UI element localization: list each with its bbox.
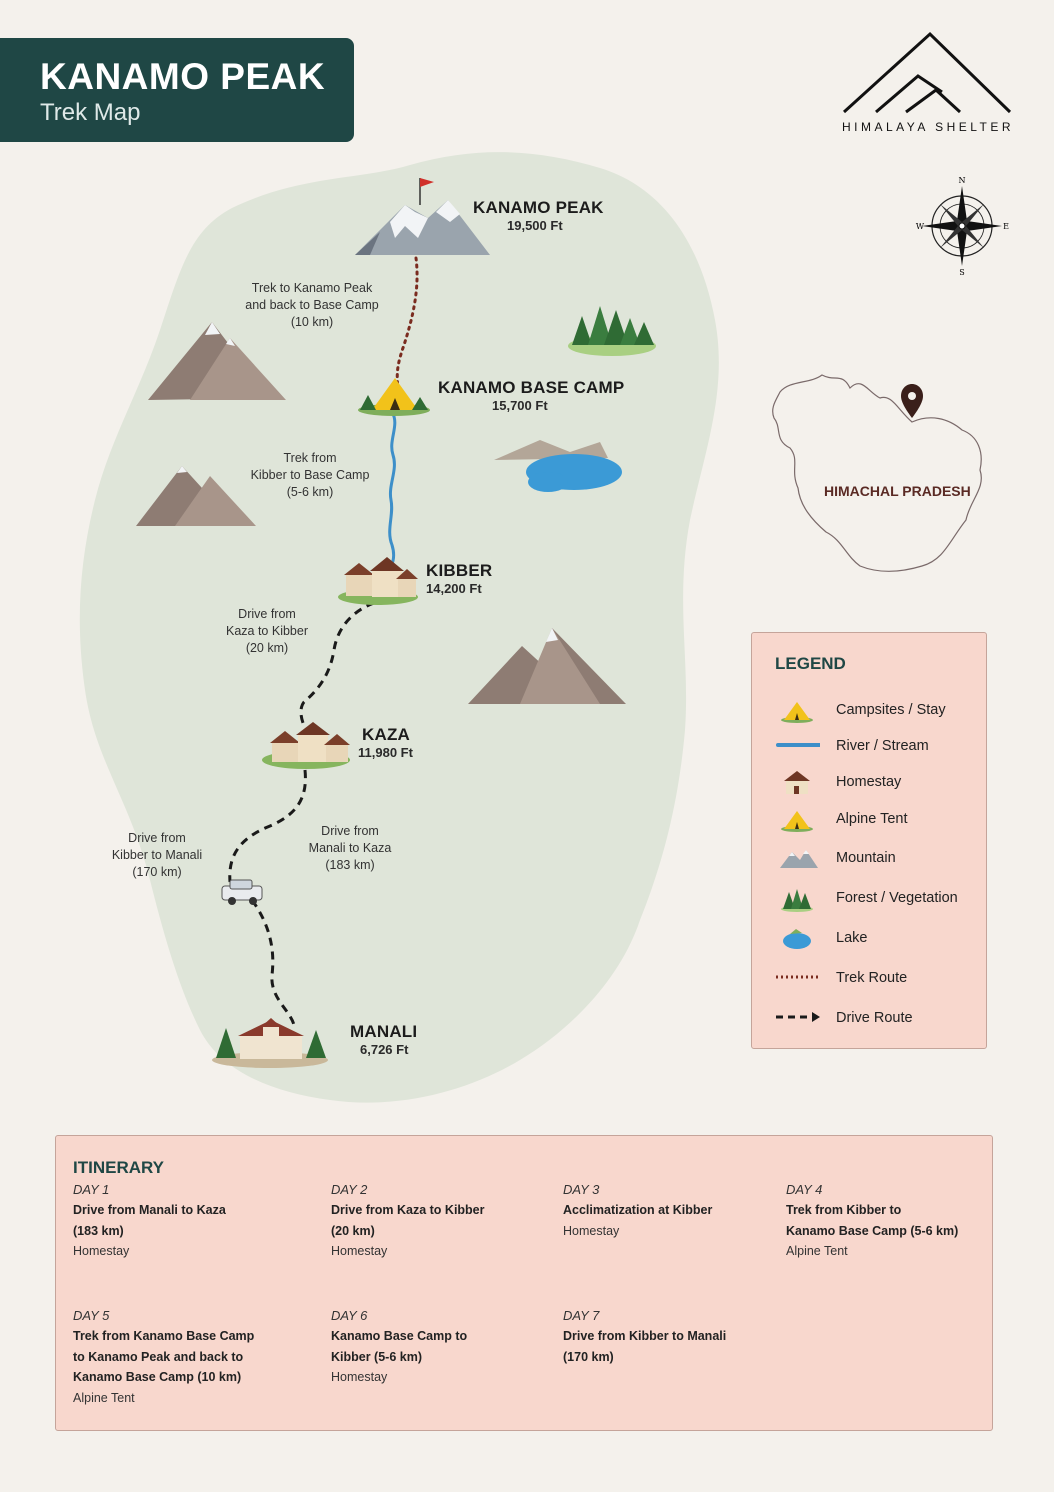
state-label: HIMACHAL PRADESH [824,483,971,499]
drive-route-kaza-kibber [299,601,375,731]
legend-item-trek-route: Trek Route [752,964,988,994]
itinerary-title: ITINERARY [73,1158,164,1177]
note-peak-trek: Trek to Kanamo Peak and back to Base Cam… [245,281,379,329]
legend-item-alpine-tent: Alpine Tent [752,805,988,835]
trek-route-peak [395,256,419,390]
legend-label: Mountain [836,850,896,866]
land-area [79,152,719,1103]
lake-icon [494,440,622,492]
basecamp-label: KANAMO BASE CAMP 15,700 Ft [438,378,624,413]
kanamo-peak-icon [355,178,490,255]
base-camp-tent-icon [358,378,430,416]
brand-name: HIMALAYA SHELTER [842,120,1015,134]
mountain-logo-icon [842,31,1012,114]
legend-item-mountain: Mountain [752,844,988,874]
compass-n: N [959,176,966,185]
peak-altitude: 19,500 Ft [507,218,563,233]
brand-logo: HIMALAYA SHELTER [836,30,1026,140]
mountain-right-icon [468,628,626,704]
legend-item-forest: Forest / Vegetation [752,884,988,914]
map-title: KANAMO PEAK [40,56,326,97]
legend-panel: LEGEND Campsites / Stay River / Stream H… [751,632,987,1049]
itinerary-day-1: DAY 1 Drive from Manali to Kaza (183 km)… [73,1182,226,1258]
forest-icon [781,889,813,912]
map-subtitle: Trek Map [40,99,141,126]
drive-route-manali [250,899,296,1026]
kaza-village-icon [262,722,350,769]
legend-item-river: River / Stream [752,732,988,762]
car-icon [221,879,263,905]
forest-icon [568,306,656,356]
alpine-tent-icon [781,811,813,832]
title-banner: KANAMO PEAK Trek Map [0,38,354,142]
kibber-village-icon [338,557,418,605]
kibber-altitude: 14,200 Ft [426,581,482,596]
compass-w: W [916,222,925,231]
legend-label: Lake [836,930,868,946]
compass-rose-icon [922,186,1002,266]
manali-label: MANALI 6,726 Ft [350,1022,417,1057]
note-kaza-kibber: Drive from Kaza to Kibber (20 km) [226,607,308,655]
basecamp-name: KANAMO BASE CAMP [438,378,625,397]
itinerary-day-7: DAY 7 Drive from Kibber to Manali (170 k… [563,1308,727,1364]
manali-name: MANALI [350,1022,418,1041]
legend-label: Campsites / Stay [836,702,946,718]
itinerary-day-2: DAY 2 Drive from Kaza to Kibber (20 km) … [331,1182,485,1258]
river-icon [776,743,820,747]
legend-label: Homestay [836,774,902,790]
kaza-name: KAZA [362,725,411,744]
itinerary-day-3: DAY 3 Acclimatization at Kibber Homestay [563,1182,713,1238]
note-kibber-manali: Drive from Kibber to Manali (170 km) [111,831,203,879]
legend-item-campsites: Campsites / Stay [752,696,988,726]
legend-item-homestay: Homestay [752,768,988,798]
lake-icon [783,929,811,949]
legend-label: Trek Route [836,970,908,986]
legend-item-lake: Lake [752,924,988,954]
manali-town-icon [212,1018,328,1068]
compass-e: E [1003,222,1009,231]
itinerary-day-5: DAY 5 Trek from Kanamo Base Camp to Kana… [73,1308,255,1405]
location-pin-icon [901,384,923,418]
trek-route-icon [776,975,820,979]
homestay-icon [784,771,810,794]
peak-label: KANAMO PEAK 19,500 Ft [473,198,604,233]
kibber-name: KIBBER [426,561,493,580]
kibber-label: KIBBER 14,200 Ft [426,561,492,596]
mountain-left-1-icon [148,322,286,400]
legend-item-drive-route: Drive Route [752,1004,988,1034]
river-route [386,411,397,573]
himachal-outline [772,374,982,572]
mountain-icon [780,850,818,868]
mountain-left-2-icon [136,466,256,526]
drive-route-icon [776,1012,820,1022]
legend-label: Drive Route [836,1010,913,1026]
basecamp-altitude: 15,700 Ft [492,398,548,413]
legend-label: Forest / Vegetation [836,890,958,906]
legend-label: Alpine Tent [836,811,908,827]
map-canvas: N S E W [79,152,1009,1103]
legend-label: River / Stream [836,738,929,754]
note-manali-kaza: Drive from Manali to Kaza (183 km) [308,824,392,872]
peak-name: KANAMO PEAK [473,198,604,217]
drive-route-kaza-manali [228,769,307,883]
itinerary-day-4: DAY 4 Trek from Kibber to Kanamo Base Ca… [786,1182,959,1258]
manali-altitude: 6,726 Ft [360,1042,409,1057]
compass-s: S [959,268,964,277]
kaza-altitude: 11,980 Ft [358,745,413,760]
kaza-label: KAZA 11,980 Ft [358,725,413,760]
tent-icon [781,702,813,723]
legend-title: LEGEND [775,654,846,673]
itinerary-panel: ITINERARY DAY 1 Drive from Manali to Kaz… [55,1135,993,1431]
note-kibber-trek: Trek from Kibber to Base Camp (5-6 km) [250,451,370,499]
itinerary-day-6: DAY 6 Kanamo Base Camp to Kibber (5-6 km… [331,1308,468,1384]
